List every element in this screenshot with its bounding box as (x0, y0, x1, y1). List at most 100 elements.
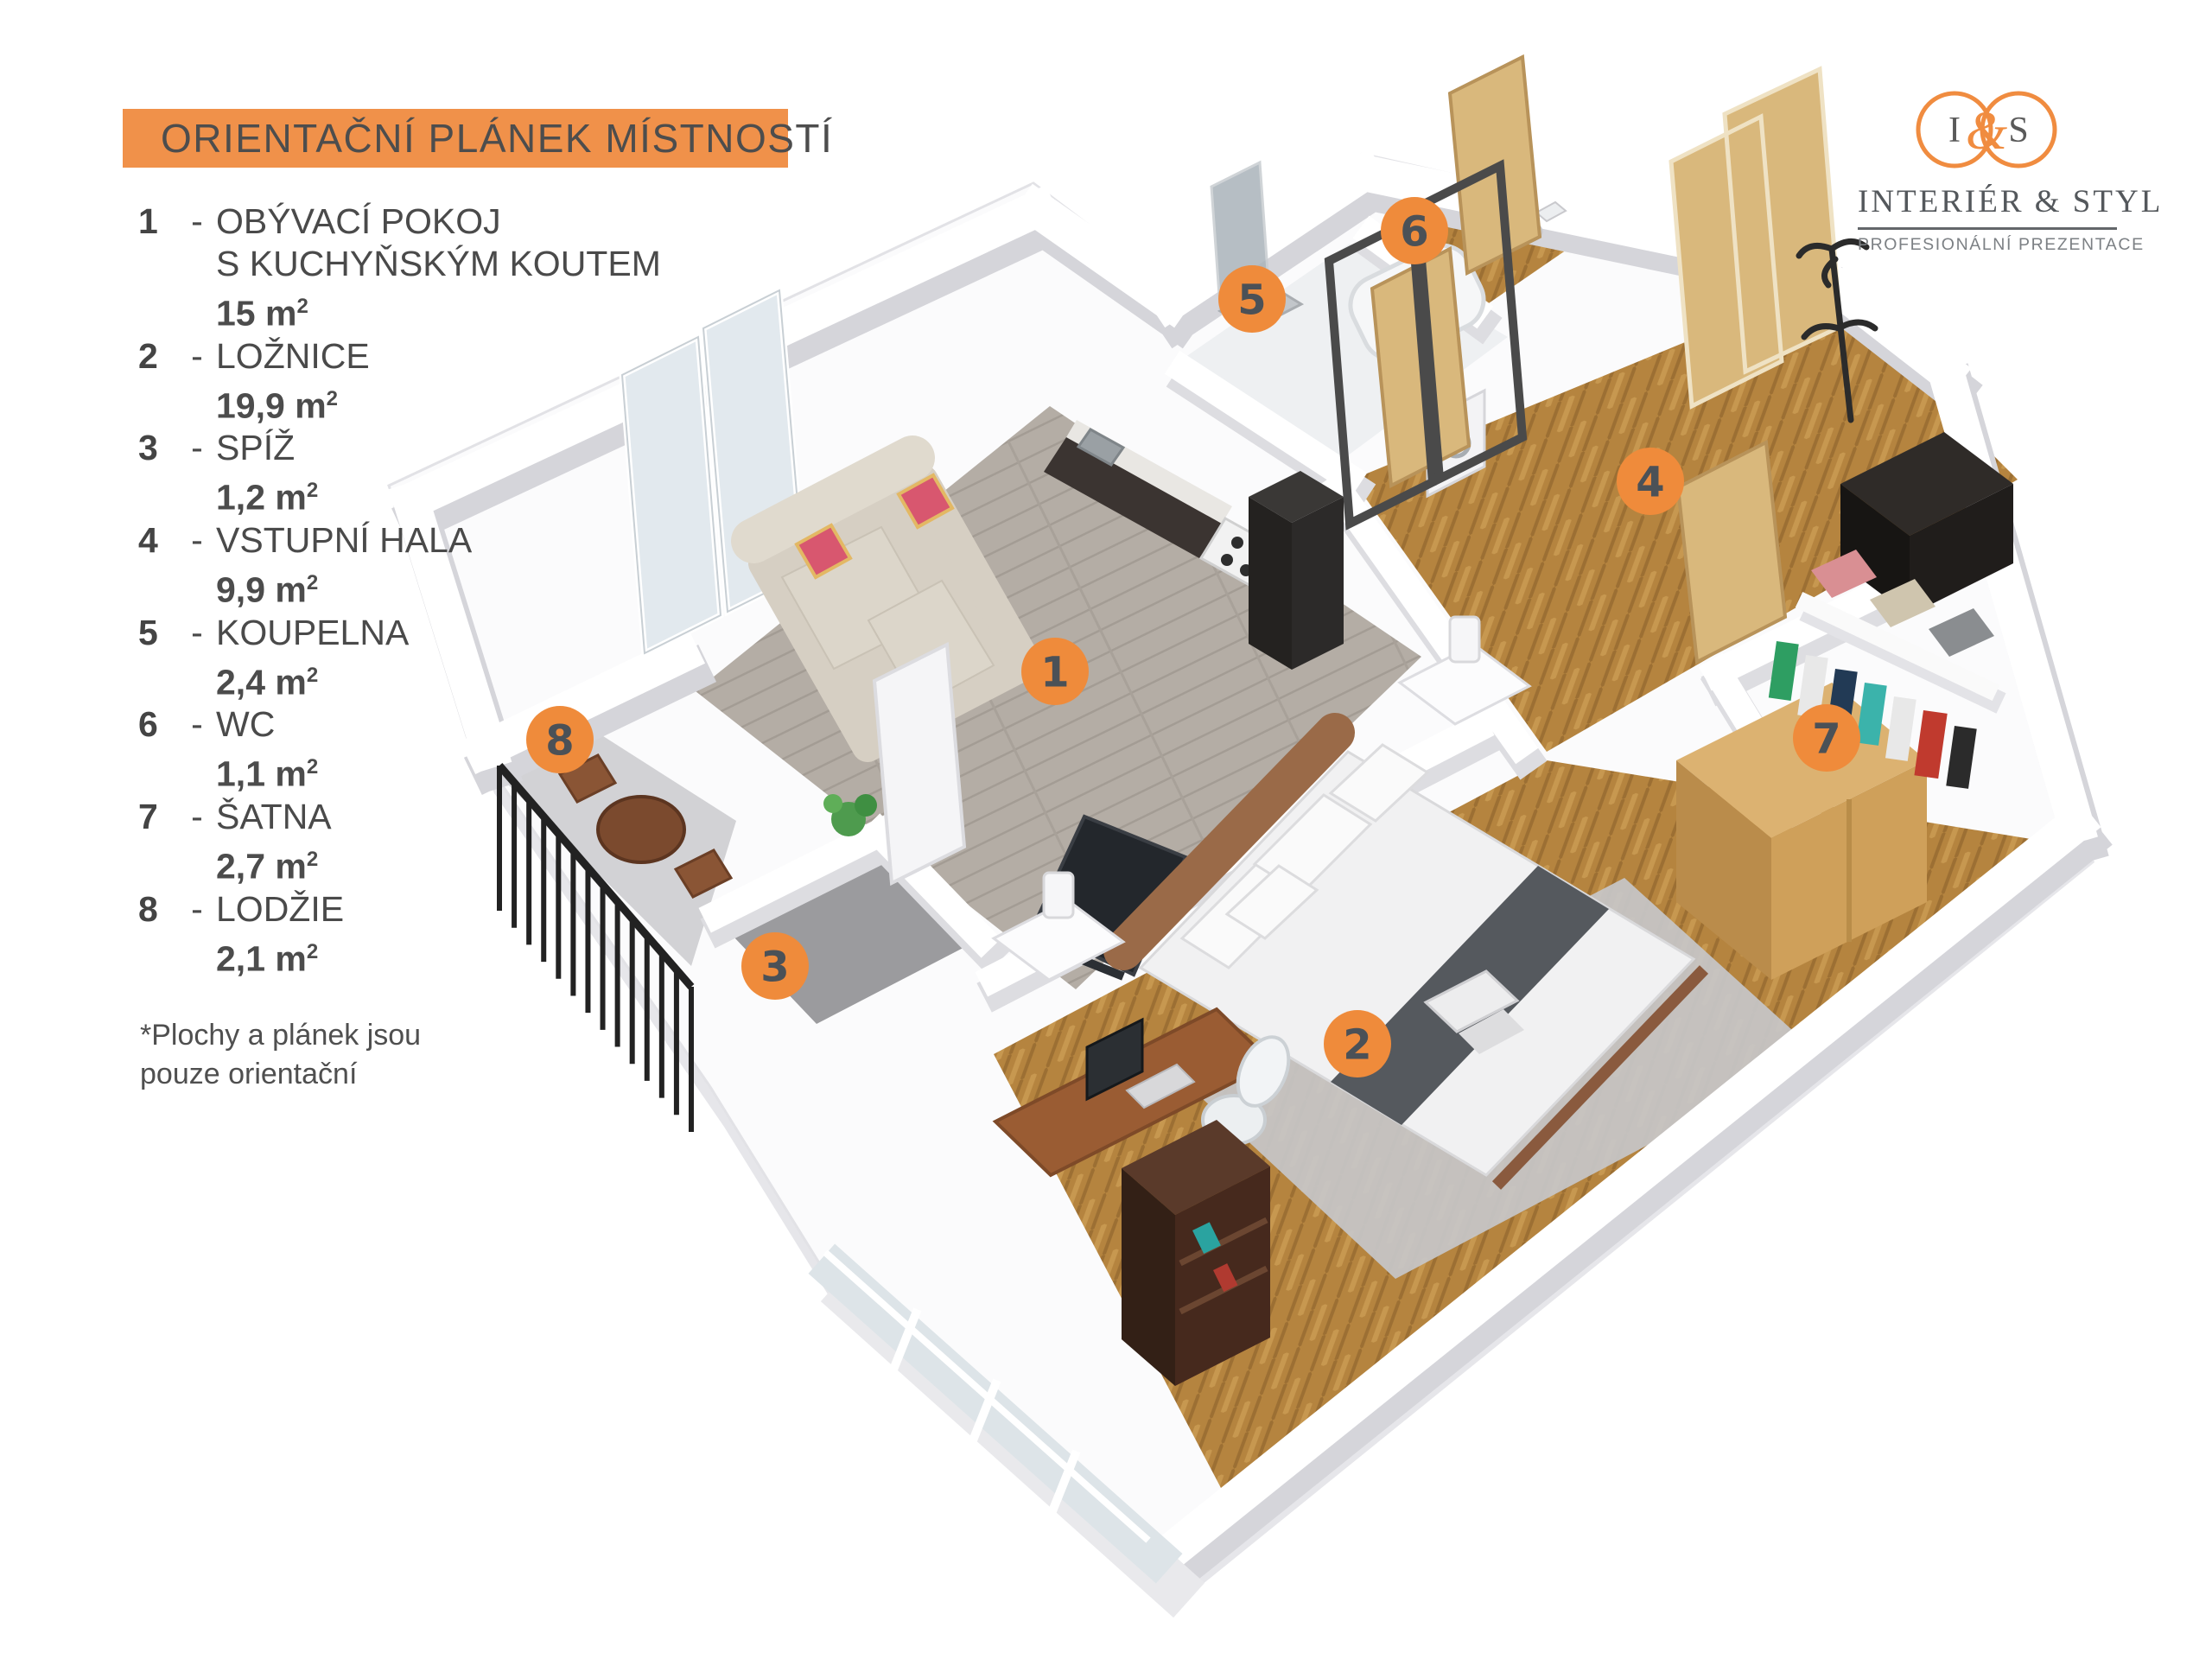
legend-item-1: 1 - OBÝVACÍ POKOJ S KUCHYŇSKÝM KOUTEM 15… (138, 200, 661, 335)
legend-room-name: WC (216, 704, 276, 745)
window-wall (808, 1243, 1205, 1618)
bed-headboard (1103, 713, 1355, 970)
disclaimer-note: *Plochy a plánek jsou pouze orientační (140, 1016, 421, 1094)
company-logo: I & S INTERIÉR & STYL PROFESIONÁLNÍ PREZ… (1858, 79, 2160, 255)
legend-dash: - (191, 612, 203, 652)
closet-door (1675, 439, 1788, 665)
legend-item-6: 6 - WC 1,1 m2 (138, 703, 622, 796)
nightstand (991, 871, 1126, 982)
bed-towels (1423, 969, 1524, 1054)
bed-pillows (1179, 743, 1430, 969)
svg-text:7: 7 (1812, 715, 1840, 763)
balcony-chair (673, 849, 734, 899)
svg-text:2: 2 (1343, 1020, 1371, 1069)
legend-room-area: 2,1 m2 (216, 938, 319, 979)
room-legend: 1 - OBÝVACÍ POKOJ S KUCHYŇSKÝM KOUTEM 15… (138, 200, 661, 980)
svg-text:5: 5 (1237, 276, 1266, 324)
black-dresser (1840, 432, 2013, 615)
room-marker-2: 2 (1324, 1010, 1391, 1077)
bookshelf (1122, 1120, 1270, 1386)
room-marker-5: 5 (1218, 265, 1286, 333)
legend-room-name: SPÍŽ (216, 428, 296, 468)
bed-frame-foot (1491, 965, 1709, 1190)
legend-room-area: 1,2 m2 (216, 477, 319, 518)
bedroom (991, 615, 1709, 1386)
legend-number: 4 (138, 519, 158, 560)
room-marker-7: 7 (1793, 704, 1860, 772)
legend-number: 1 (138, 201, 158, 241)
legend-room-name: LODŽIE (216, 888, 345, 929)
glass-partition-frame (1412, 159, 1528, 486)
balcony (496, 753, 734, 1132)
pantry-door (872, 641, 967, 887)
room-marker-6: 6 (1381, 197, 1448, 264)
legend-number: 3 (138, 428, 158, 468)
legend-room-area: 2,4 m2 (216, 662, 319, 702)
legend-dash: - (191, 201, 203, 241)
kitchen-sink (1076, 428, 1126, 467)
legend-dash: - (191, 704, 203, 745)
svg-text:8: 8 (545, 716, 574, 765)
kitchen-counter (1044, 432, 1225, 558)
closet (1676, 432, 2013, 980)
page-title: ORIENTAČNÍ PLÁNEK MÍSTNOSTÍ (161, 116, 834, 161)
logo-company-name: INTERIÉR & STYL (1858, 183, 2160, 230)
svg-text:1: 1 (1040, 648, 1069, 696)
room-marker-4: 4 (1617, 448, 1684, 515)
plant (823, 794, 877, 836)
legend-room-name-line2: S KUCHYŇSKÝM KOUTEM (216, 244, 661, 283)
disclaimer-line1: *Plochy a plánek jsou (140, 1019, 422, 1052)
legend-number: 7 (138, 796, 158, 836)
legend-item-2: 2 - LOŽNICE 19,9 m2 (138, 335, 622, 428)
legend-room-area: 19,9 m2 (216, 385, 339, 426)
room-markers: 1 2 3 4 5 6 7 8 (526, 197, 1860, 1077)
monitor (1085, 1017, 1144, 1102)
legend-item-7: 7 - ŠATNA 2,7 m2 (138, 796, 622, 888)
legend-number: 6 (138, 704, 158, 745)
legend-item-4: 4 - VSTUPNÍ HALA 9,9 m2 (138, 519, 622, 612)
legend-room-name: KOUPELNA (216, 612, 410, 652)
legend-number: 8 (138, 888, 158, 929)
title-banner: ORIENTAČNÍ PLÁNEK MÍSTNOSTÍ (123, 109, 832, 168)
legend-room-area: 9,9 m2 (216, 569, 319, 610)
room-marker-8: 8 (526, 706, 594, 773)
room-marker-3: 3 (741, 932, 809, 1000)
legend-room-area: 15 m2 (216, 293, 308, 334)
kitchen (1044, 420, 1344, 670)
legend-dash: - (191, 888, 203, 929)
logo-tagline: PROFESIONÁLNÍ PREZENTACE (1858, 235, 2145, 254)
legend-room-name: LOŽNICE (216, 335, 370, 376)
room-marker-1: 1 (1021, 638, 1089, 705)
clothes-rack (1768, 550, 2006, 789)
svg-text:3: 3 (760, 943, 789, 991)
legend-room-name: OBÝVACÍ POKOJ (216, 201, 501, 241)
hanging-clothes (1768, 641, 1977, 789)
legend-room-name: VSTUPNÍ HALA (216, 519, 473, 560)
legend-room-area: 1,1 m2 (216, 753, 319, 794)
svg-text:4: 4 (1636, 458, 1664, 506)
legend-dash: - (191, 335, 203, 376)
legend-dash: - (191, 519, 203, 560)
legend-number: 5 (138, 612, 158, 652)
office-chair (1201, 1035, 1291, 1146)
legend-room-name: ŠATNA (216, 796, 332, 836)
svg-text:6: 6 (1400, 207, 1428, 256)
fridge (1249, 471, 1344, 670)
logo-letter-s: S (2008, 111, 2028, 150)
disclaimer-line2: pouze orientační (140, 1058, 358, 1090)
legend-dash: - (191, 428, 203, 468)
infinity-logo-icon: I & S (1916, 91, 2057, 168)
doors (872, 54, 1878, 887)
legend-item-3: 3 - SPÍŽ 1,2 m2 (138, 427, 622, 519)
legend-room-area: 2,7 m2 (216, 846, 319, 887)
balcony-table (596, 795, 686, 864)
legend-item-5: 5 - KOUPELNA 2,4 m2 (138, 612, 622, 704)
legend-dash: - (191, 796, 203, 836)
logo-letter-i: I (1948, 111, 1961, 150)
logo-ampersand: & (1966, 102, 2007, 161)
legend-number: 2 (138, 335, 158, 376)
coat-rack (1796, 238, 1878, 423)
sofa-pillow (794, 473, 955, 580)
